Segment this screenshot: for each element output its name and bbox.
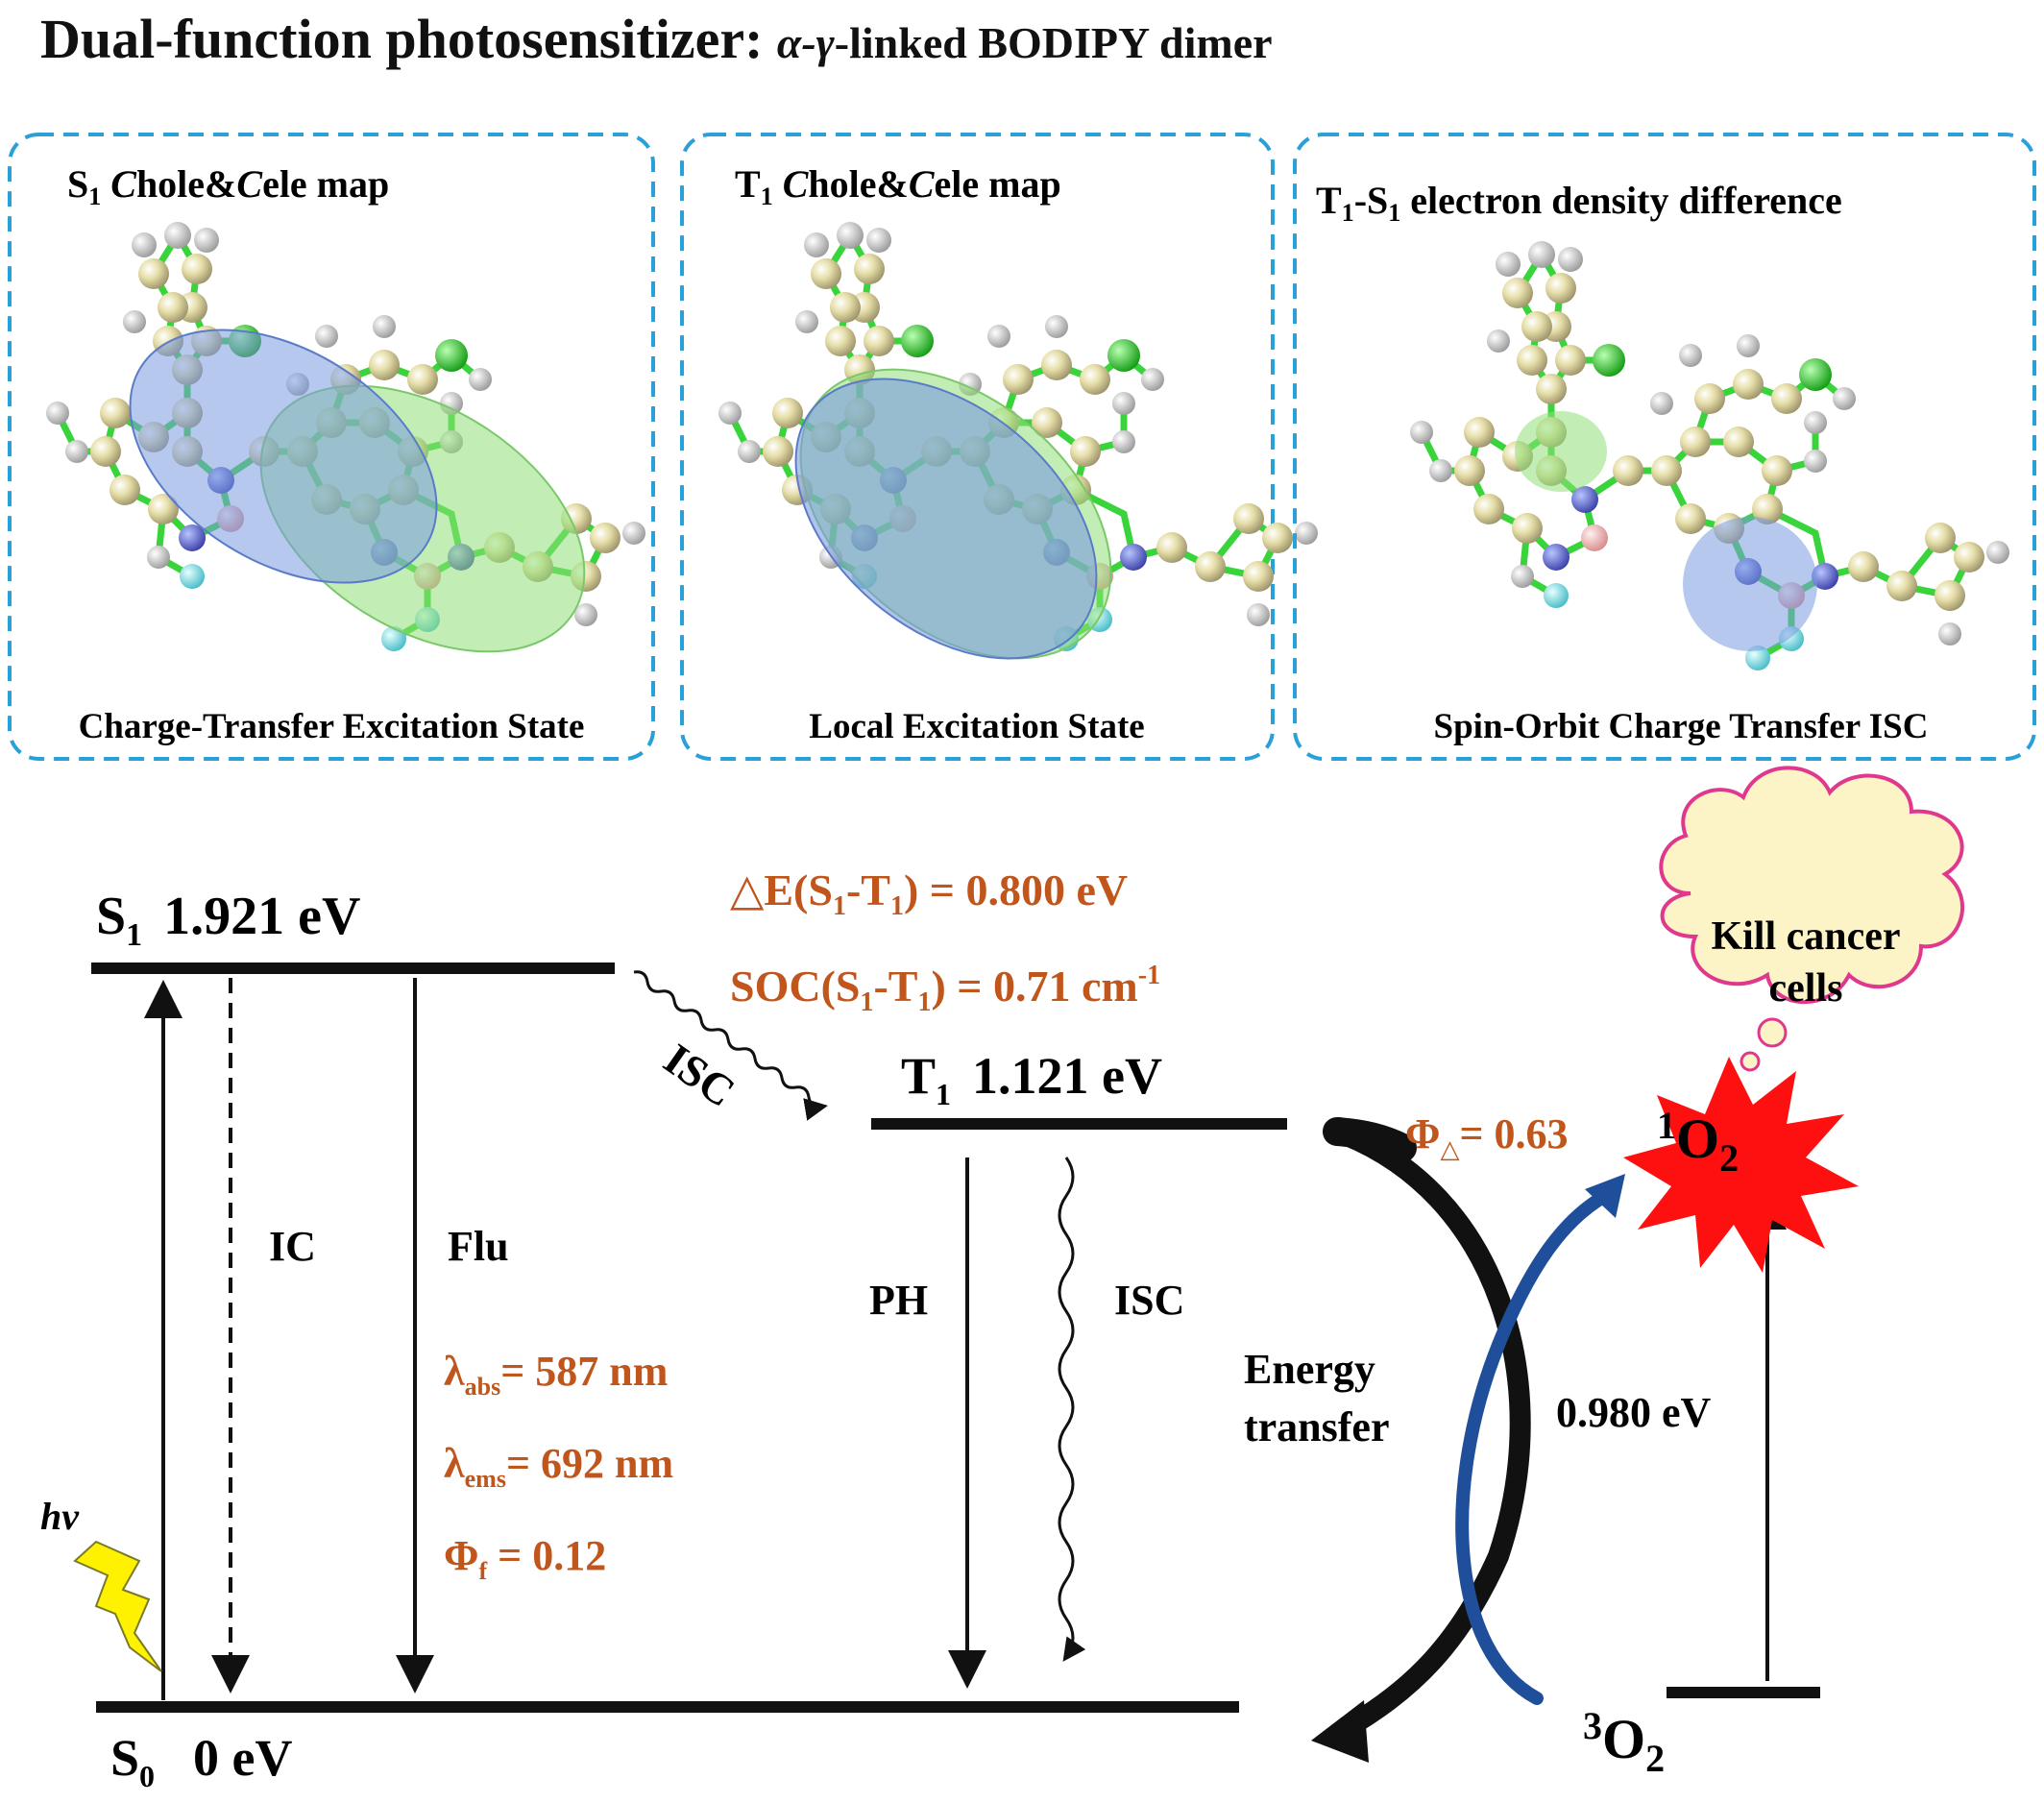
- ph-label: PH: [869, 1277, 928, 1324]
- panel-caption: Local Excitation State: [809, 707, 1144, 746]
- hole-lobe: [1683, 517, 1817, 651]
- energy-transfer-label-2: transfer: [1244, 1403, 1390, 1450]
- cloud-dot: [1740, 1051, 1761, 1072]
- isc-s1-t1-arrow: [633, 970, 828, 1121]
- cloud-dot: [1757, 1017, 1788, 1048]
- panel-border: [8, 133, 655, 761]
- energy-transfer-curve: [1326, 1121, 1531, 1740]
- energy-transfer-label-1: Energy: [1244, 1346, 1375, 1393]
- lightning-icon: [73, 1540, 162, 1672]
- phi-delta: Φ△= 0.63: [1405, 1110, 1569, 1163]
- delta-e-st: △E(S1-T1) = 0.800 eV: [730, 865, 1128, 921]
- panel-caption: Spin-Orbit Charge Transfer ISC: [1434, 707, 1929, 746]
- lambda-ems: λems= 692 nm: [444, 1440, 673, 1493]
- hole-ellipse: [794, 378, 1098, 660]
- isc-t1-s0-arrow: [1058, 1157, 1086, 1662]
- figure-title: Dual-function photosensitizer: α-γ-linke…: [40, 8, 1273, 70]
- phi-f: Φf = 0.12: [444, 1532, 606, 1585]
- o2-excitation-curve: [1455, 1184, 1620, 1705]
- electron-lobe: [1515, 411, 1607, 492]
- kill-cancer-cloud: Kill cancer cells: [1659, 766, 1964, 1072]
- isc-label: ISC: [1114, 1277, 1184, 1324]
- singlet-o2-label: 1O2: [1657, 1104, 1739, 1180]
- energy-transfer-start: [1323, 1117, 1417, 1162]
- singlet-oxygen-burst: [1623, 1057, 1859, 1273]
- cloud-text-line-1: Kill cancer: [1711, 914, 1900, 959]
- o2-excitation-arrowhead: [1585, 1174, 1625, 1218]
- ic-label: IC: [269, 1223, 316, 1270]
- lambda-abs: λabs= 587 nm: [444, 1348, 668, 1401]
- panel-border: [1293, 133, 2036, 761]
- cloud-text-line-2: cells: [1769, 966, 1843, 1011]
- panel-caption: Charge-Transfer Excitation State: [79, 707, 585, 746]
- cloud-bubble: [1659, 766, 1964, 1005]
- hv-label: hν: [40, 1495, 80, 1538]
- flu-label: Flu: [448, 1223, 509, 1270]
- triplet-o2-label: 3O2: [1583, 1704, 1665, 1780]
- hole-ellipse: [129, 329, 438, 584]
- soc-value: SOC(S1-T1) = 0.71 cm-1: [730, 961, 1160, 1017]
- energy-transfer-arrowhead: [1311, 1700, 1369, 1763]
- panel-heading: T1-S1 electron density difference: [1316, 179, 1842, 227]
- panel-t1-s1-density-difference: T1-S1 electron density difference Spin-O…: [1293, 133, 2036, 761]
- panel-border: [680, 133, 1275, 761]
- o2-gap-label: 0.980 eV: [1556, 1389, 1712, 1436]
